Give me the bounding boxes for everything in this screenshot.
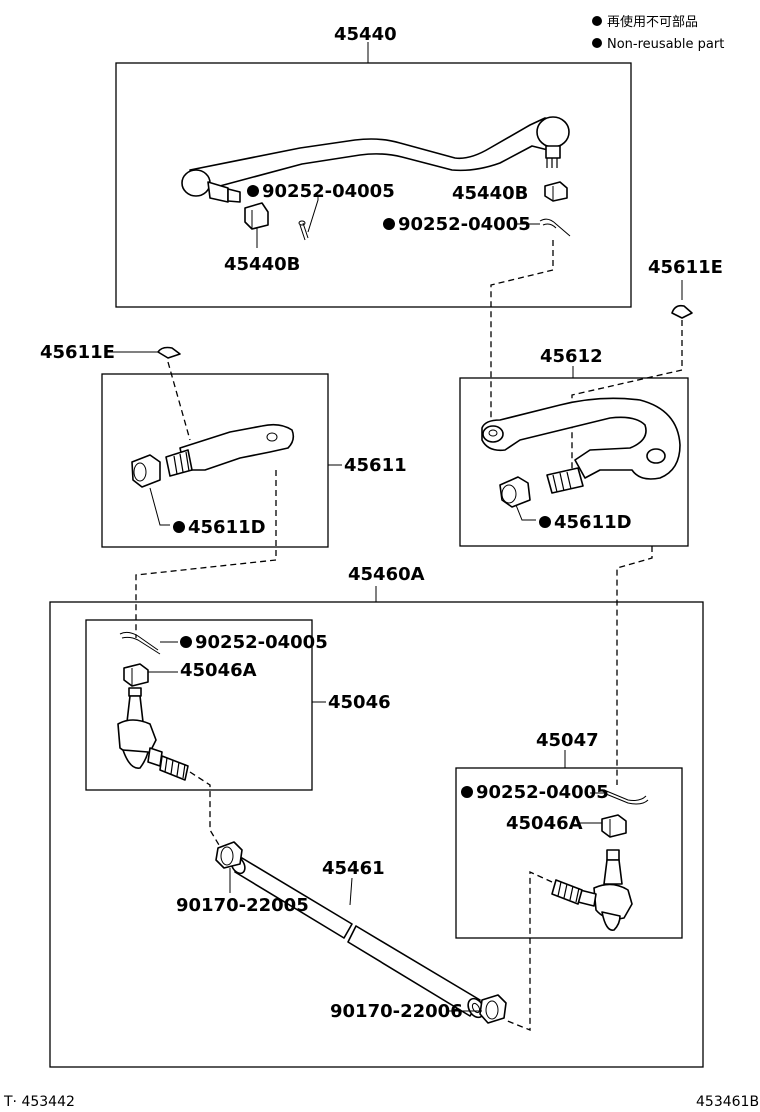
label-45440b-right: 45440B [452,183,528,204]
guide-line [167,361,191,441]
label-clamp-right: 90170-22006 [330,1001,463,1022]
legend-bullet-icon [592,38,602,48]
guide-line [189,771,223,851]
label-clamp-left: 90170-22005 [176,895,309,916]
legend-en: Non-reusable part [607,37,724,52]
label-45611: 45611 [344,455,407,476]
adjusting-tube-45461: 45461 [230,855,485,1019]
cotter-pin-lower-left [119,631,161,655]
castle-nut-45046a-left [123,663,149,687]
label-45046a-left: 45046A [180,660,257,681]
guide-line [504,870,553,1031]
non-reusable-icon [383,218,395,230]
label-45611e-right: 45611E [648,257,723,278]
cotter-45611e-right [671,304,693,319]
castle-nut-45440b-left [244,202,269,230]
cotter-45611e-left [157,346,181,359]
idler-arm-drawing [481,397,681,494]
legend-jp: 再使用不可部品 [607,14,698,30]
label-45046: 45046 [328,692,391,713]
guide-line [571,320,683,470]
label-cotter-lower-left: 90252-04005 [195,632,328,653]
clamp-90170-22006 [479,994,507,1024]
bushing-45611d-right [499,476,531,508]
non-reusable-icon [247,185,259,197]
clamp-90170-22005 [215,841,243,869]
group-box-45612 [459,377,689,547]
non-reusable-icon [539,516,551,528]
label-cotter-upper-right: 90252-04005 [398,214,531,235]
castle-nut-45440b-right [544,181,568,202]
footer-left-code: T· 453442 [3,1094,75,1110]
label-cotter-lower-right: 90252-04005 [476,782,609,803]
group-box-45046 [85,619,313,791]
assembly-45612: 45612 45611D [459,346,689,547]
assembly-45611: 45611 45611D [101,373,407,548]
non-reusable-icon [173,521,185,533]
castle-nut-45046a-right [601,814,627,838]
label-cotter-upper-left: 90252-04005 [262,181,395,202]
guide-line [490,240,554,432]
tie-rod-end-45047-drawing [551,849,633,931]
label-45440: 45440 [334,24,397,45]
guide-line [616,546,653,785]
label-45440b-left: 45440B [224,254,300,275]
label-45612: 45612 [540,346,603,367]
tie-rod-end-45046-drawing [117,687,189,781]
assembly-45440: 45440 45440B 90252-04005 [115,24,632,308]
group-box-45611 [101,373,329,548]
bushing-45611d-left [131,454,161,488]
assembly-45047: 45047 90252-04005 45046A [455,730,683,939]
group-box-45047 [455,767,683,939]
label-45611e-left: 45611E [40,342,115,363]
label-45461: 45461 [322,858,385,879]
legend-bullet-icon [592,16,602,26]
label-45611d-left: 45611D [188,517,266,538]
group-box-45440 [115,62,632,308]
label-45046a-right: 45046A [506,813,583,834]
arm-45611-drawing [165,423,295,477]
label-45611d-right: 45611D [554,512,632,533]
legend: 再使用不可部品 Non-reusable part [592,14,724,52]
cotter-pin-upper-left [298,220,309,241]
non-reusable-icon [180,636,192,648]
assembly-45046: 45046 90252-04005 45046A [85,619,391,791]
footer-right-code: 453461B [696,1094,759,1110]
guide-line [135,470,277,638]
label-45047: 45047 [536,730,599,751]
cotter-pin-lower-right [603,789,649,805]
assembly-45460a: 45460A [49,564,704,1068]
label-45460a: 45460A [348,564,425,585]
cotter-pin-upper-right [539,218,571,237]
relay-rod-drawing [181,116,570,203]
non-reusable-icon [461,786,473,798]
